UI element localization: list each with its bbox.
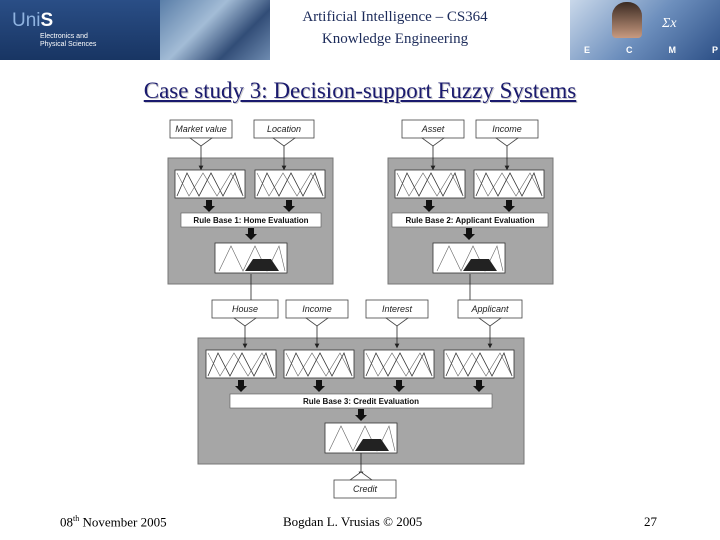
input-income-credit: Income (285, 299, 349, 327)
svg-text:Interest: Interest (382, 304, 413, 314)
input-interest: Interest (365, 299, 429, 327)
input-location: Location (253, 119, 315, 147)
header-banner: UniS Electronics and Physical Sciences Σ… (0, 0, 720, 60)
ecmp-logo: E C M P (584, 45, 718, 55)
person-photo (612, 2, 642, 38)
rule-base-3-label: Rule Base 3: Credit Evaluation (303, 397, 419, 406)
mf-income (473, 169, 545, 199)
footer-date: 08th November 2005 (60, 514, 167, 530)
unis-logo: UniS (12, 10, 53, 32)
ecmp-letter-c: C (626, 45, 633, 55)
course-title: Artificial Intelligence – CS364 Knowledg… (270, 6, 520, 50)
footer-date-suffix: th (73, 514, 80, 523)
input-house: House (211, 299, 279, 327)
footer-page-number: 27 (644, 514, 657, 529)
footer-author: Bogdan L. Vrusias © 2005 (283, 514, 423, 529)
mf-house (205, 349, 277, 379)
svg-text:Applicant: Applicant (470, 304, 509, 314)
svg-text:Location: Location (267, 124, 301, 134)
svg-text:House: House (232, 304, 258, 314)
output-credit: Credit (333, 471, 397, 499)
rule-base-2-label: Rule Base 2: Applicant Evaluation (405, 216, 534, 225)
mf-interest (363, 349, 435, 379)
course-title-line1: Artificial Intelligence – CS364 (302, 9, 488, 25)
rule-base-1-label: Rule Base 1: Home Evaluation (193, 216, 308, 225)
mf-asset (394, 169, 466, 199)
banner-building-image (160, 0, 270, 60)
input-income-applicant: Income (475, 119, 539, 147)
logo-uni-text: Uni (12, 10, 41, 31)
logo-s-text: S (40, 10, 54, 31)
banner-center (270, 0, 570, 60)
unis-logo-block (0, 0, 160, 60)
logo-subtitle: Electronics and Physical Sciences (40, 33, 96, 49)
footer-date-day: 08 (60, 514, 73, 530)
ecmp-letter-p: P (711, 45, 718, 55)
svg-text:Market value: Market value (175, 124, 227, 134)
ecmp-letter-m: M (668, 45, 676, 55)
footer-date-month-year: November 2005 (79, 514, 167, 530)
slide-title: Case study 3: Decision-support Fuzzy Sys… (143, 78, 577, 103)
mf-credit-income (283, 349, 355, 379)
ecmp-letter-e: E (584, 45, 591, 55)
svg-text:Asset: Asset (421, 124, 445, 134)
svg-text:Credit: Credit (353, 484, 378, 494)
mf-applicant-output (432, 242, 506, 274)
mf-applicant (443, 349, 515, 379)
mf-home-output (214, 242, 288, 274)
course-title-line2: Knowledge Engineering (321, 31, 469, 47)
mf-market-value (174, 169, 246, 199)
input-asset: Asset (401, 119, 465, 147)
logo-subtitle-line2: Physical Sciences (40, 41, 97, 48)
svg-text:Income: Income (302, 304, 332, 314)
input-market-value: Market value (169, 119, 233, 147)
svg-text:Income: Income (492, 124, 522, 134)
logo-subtitle-line1: Electronics and (40, 33, 88, 40)
mf-credit-output (324, 422, 398, 454)
mf-location (254, 169, 326, 199)
sigma-icon: Σx (662, 16, 677, 31)
banner-ecmp-image (570, 0, 720, 60)
input-applicant: Applicant (457, 299, 523, 327)
